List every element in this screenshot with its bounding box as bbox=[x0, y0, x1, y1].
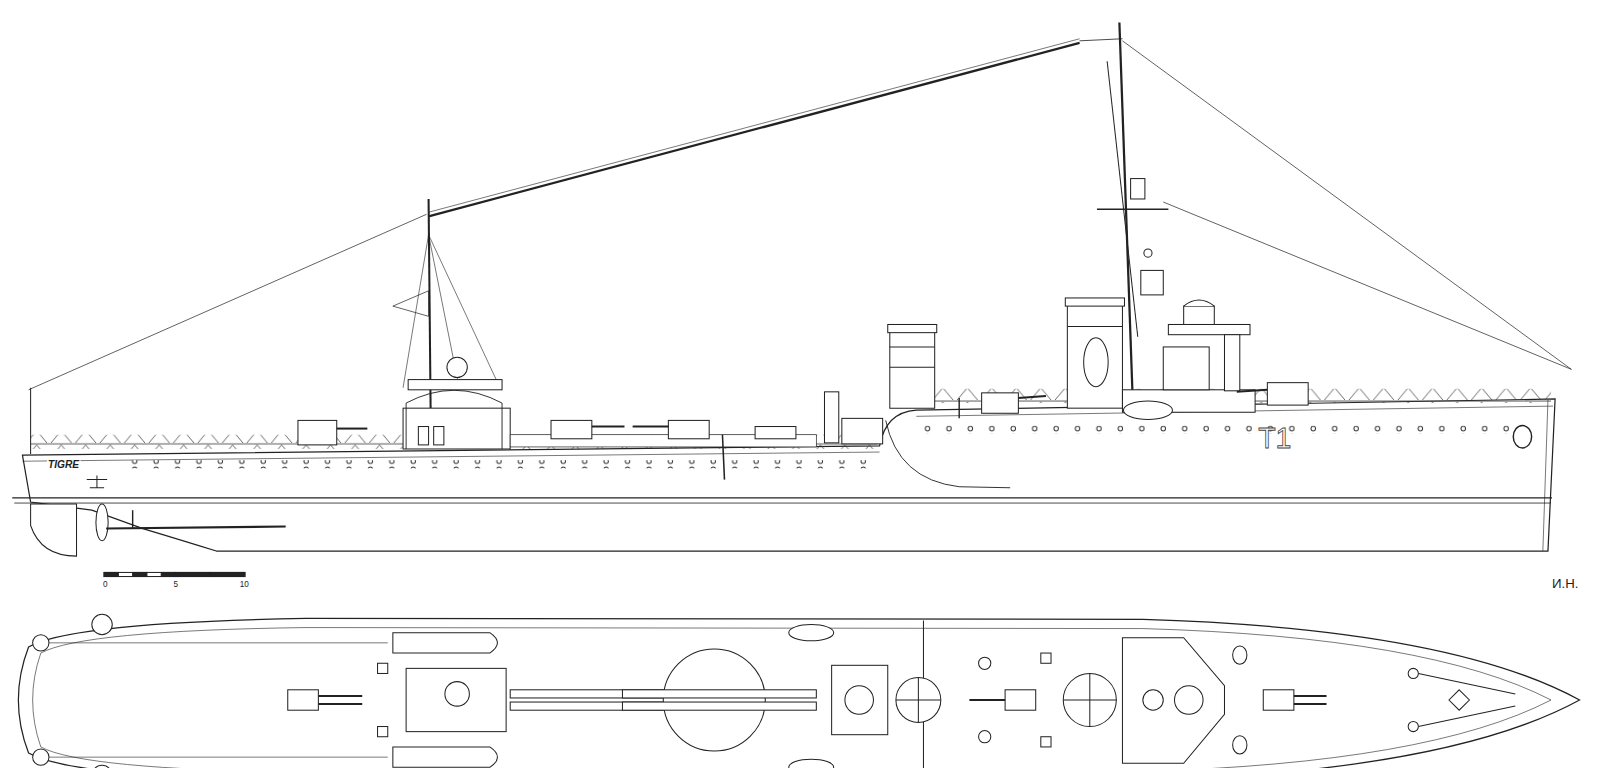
scale-number: 0 bbox=[102, 581, 109, 589]
side-profile bbox=[12, 22, 1571, 556]
scale-number: 5 bbox=[172, 581, 179, 589]
ship-name: TIGRE bbox=[47, 460, 80, 470]
ship-drawing bbox=[0, 0, 1600, 768]
plan-view bbox=[18, 614, 1579, 768]
drawing-sheet: TIGRE T1 0 5 10 И.Н. bbox=[0, 0, 1600, 768]
scale-number: 10 bbox=[239, 581, 250, 589]
pennant-number: T1 bbox=[1257, 424, 1292, 453]
author-signature: И.Н. bbox=[1551, 577, 1580, 590]
scale-bar bbox=[104, 572, 245, 576]
